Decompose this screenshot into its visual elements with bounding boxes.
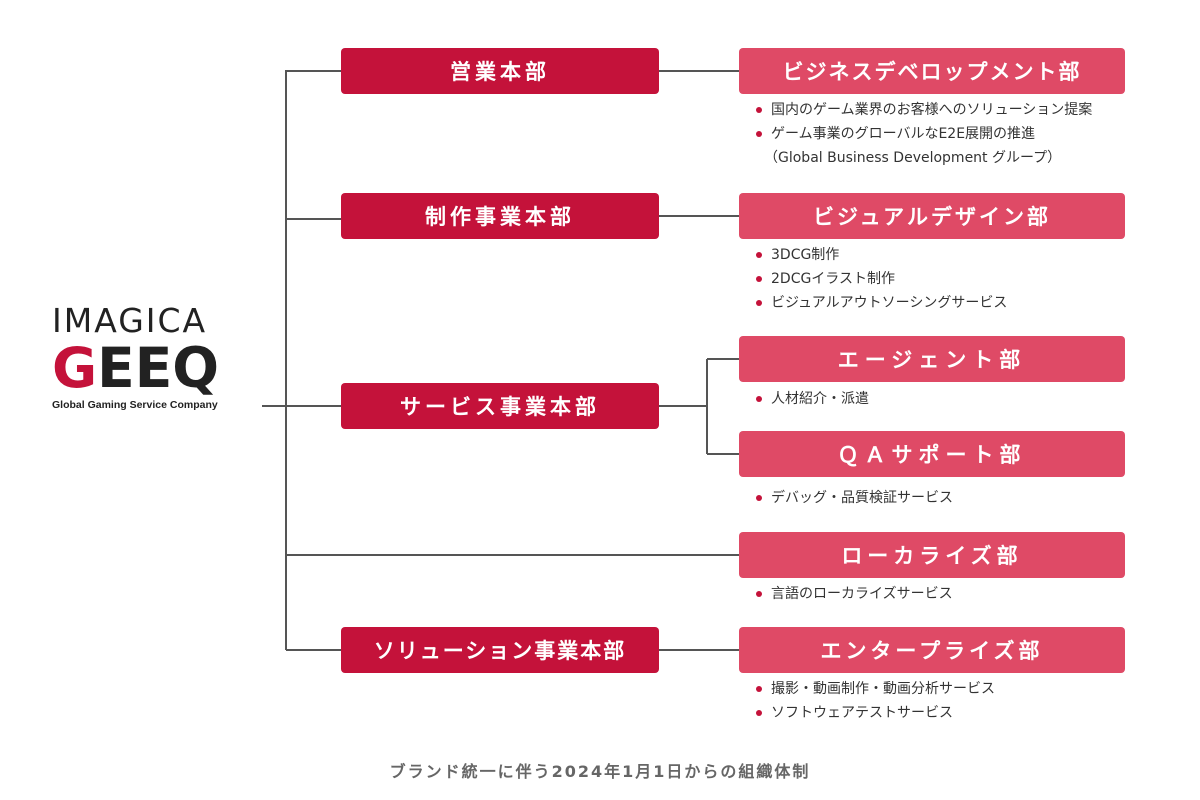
bullet-text: ビジュアルアウトソーシングサービス: [771, 295, 1008, 311]
bullet-dot-icon: [756, 495, 762, 501]
dept-bullets-business-development: 国内のゲーム業界のお客様へのソリューション提案 ゲーム事業のグローバルなE2E展…: [756, 98, 1092, 170]
bullet-item: 撮影・動画制作・動画分析サービス: [756, 677, 995, 701]
bullet-item: 2DCGイラスト制作: [756, 267, 1007, 291]
bullet-text: 国内のゲーム業界のお客様へのソリューション提案: [771, 102, 1093, 118]
dept-label: ＱＡサポート部: [837, 443, 1027, 467]
dept-label: エンタープライズ部: [820, 639, 1044, 663]
bullet-item: 人材紹介・派遣: [756, 387, 869, 411]
bullet-text: 人材紹介・派遣: [771, 391, 869, 407]
bullet-dot-icon: [756, 686, 762, 692]
hq-box-solution: ソリューション事業本部: [341, 627, 659, 673]
dept-box-qa-support: ＱＡサポート部: [739, 431, 1125, 477]
logo-main-red: G: [52, 336, 98, 400]
bullet-dot-icon: [756, 300, 762, 306]
bullet-dot-icon: [756, 131, 762, 137]
dept-bullets-visual-design: 3DCG制作 2DCGイラスト制作 ビジュアルアウトソーシングサービス: [756, 243, 1007, 315]
bullet-item: ソフトウェアテストサービス: [756, 701, 995, 725]
hq-box-service: サービス事業本部: [341, 383, 659, 429]
hq-label: 営業本部: [450, 60, 550, 84]
bullet-item: ゲーム事業のグローバルなE2E展開の推進: [756, 122, 1092, 146]
hq-label: 制作事業本部: [425, 205, 575, 229]
bullet-item: 国内のゲーム業界のお客様へのソリューション提案: [756, 98, 1092, 122]
logo-main-rest: EEQ: [97, 336, 220, 400]
bullet-dot-icon: [756, 710, 762, 716]
bullet-dot-icon: [756, 591, 762, 597]
bullet-text: ソフトウェアテストサービス: [771, 705, 953, 721]
hq-box-production: 制作事業本部: [341, 193, 659, 239]
bullet-item: デバッグ・品質検証サービス: [756, 486, 953, 510]
bullet-text: デバッグ・品質検証サービス: [771, 490, 953, 506]
dept-box-localize: ローカライズ部: [739, 532, 1125, 578]
bullet-note: （Global Business Development グループ）: [764, 150, 1062, 166]
dept-label: エージェント部: [837, 348, 1027, 372]
logo-top-text: IMAGICA: [52, 301, 208, 340]
bullet-text: ゲーム事業のグローバルなE2E展開の推進: [771, 126, 1036, 142]
dept-bullets-qa-support: デバッグ・品質検証サービス: [756, 486, 953, 510]
bullet-dot-icon: [756, 276, 762, 282]
bullet-item: 言語のローカライズサービス: [756, 582, 953, 606]
dept-bullets-localize: 言語のローカライズサービス: [756, 582, 953, 606]
dept-label: ローカライズ部: [841, 544, 1023, 568]
dept-bullets-agent: 人材紹介・派遣: [756, 387, 869, 411]
bullet-dot-icon: [756, 396, 762, 402]
bullet-text: 2DCGイラスト制作: [771, 271, 896, 287]
dept-box-enterprise: エンタープライズ部: [739, 627, 1125, 673]
dept-label: ビジネスデベロップメント部: [782, 60, 1082, 84]
company-logo: IMAGICA GEEQ Global Gaming Service Compa…: [52, 301, 262, 412]
bullet-text: 3DCG制作: [771, 247, 840, 263]
hq-label: ソリューション事業本部: [373, 639, 627, 663]
bullet-text: 撮影・動画制作・動画分析サービス: [771, 681, 995, 697]
dept-label: ビジュアルデザイン部: [813, 205, 1051, 229]
hq-box-sales: 営業本部: [341, 48, 659, 94]
dept-box-agent: エージェント部: [739, 336, 1125, 382]
dept-bullets-enterprise: 撮影・動画制作・動画分析サービス ソフトウェアテストサービス: [756, 677, 995, 725]
logo-tagline: Global Gaming Service Company: [52, 399, 218, 411]
bullet-text: 言語のローカライズサービス: [771, 586, 953, 602]
footer-caption: ブランド統一に伴う2024年1月1日からの組織体制: [389, 762, 811, 781]
logo-main-text: GEEQ: [52, 339, 262, 397]
bullet-dot-icon: [756, 107, 762, 113]
bullet-item: ビジュアルアウトソーシングサービス: [756, 291, 1007, 315]
dept-box-visual-design: ビジュアルデザイン部: [739, 193, 1125, 239]
bullet-dot-icon: [756, 252, 762, 258]
bullet-item: 3DCG制作: [756, 243, 1007, 267]
dept-box-business-development: ビジネスデベロップメント部: [739, 48, 1125, 94]
hq-label: サービス事業本部: [400, 395, 600, 419]
